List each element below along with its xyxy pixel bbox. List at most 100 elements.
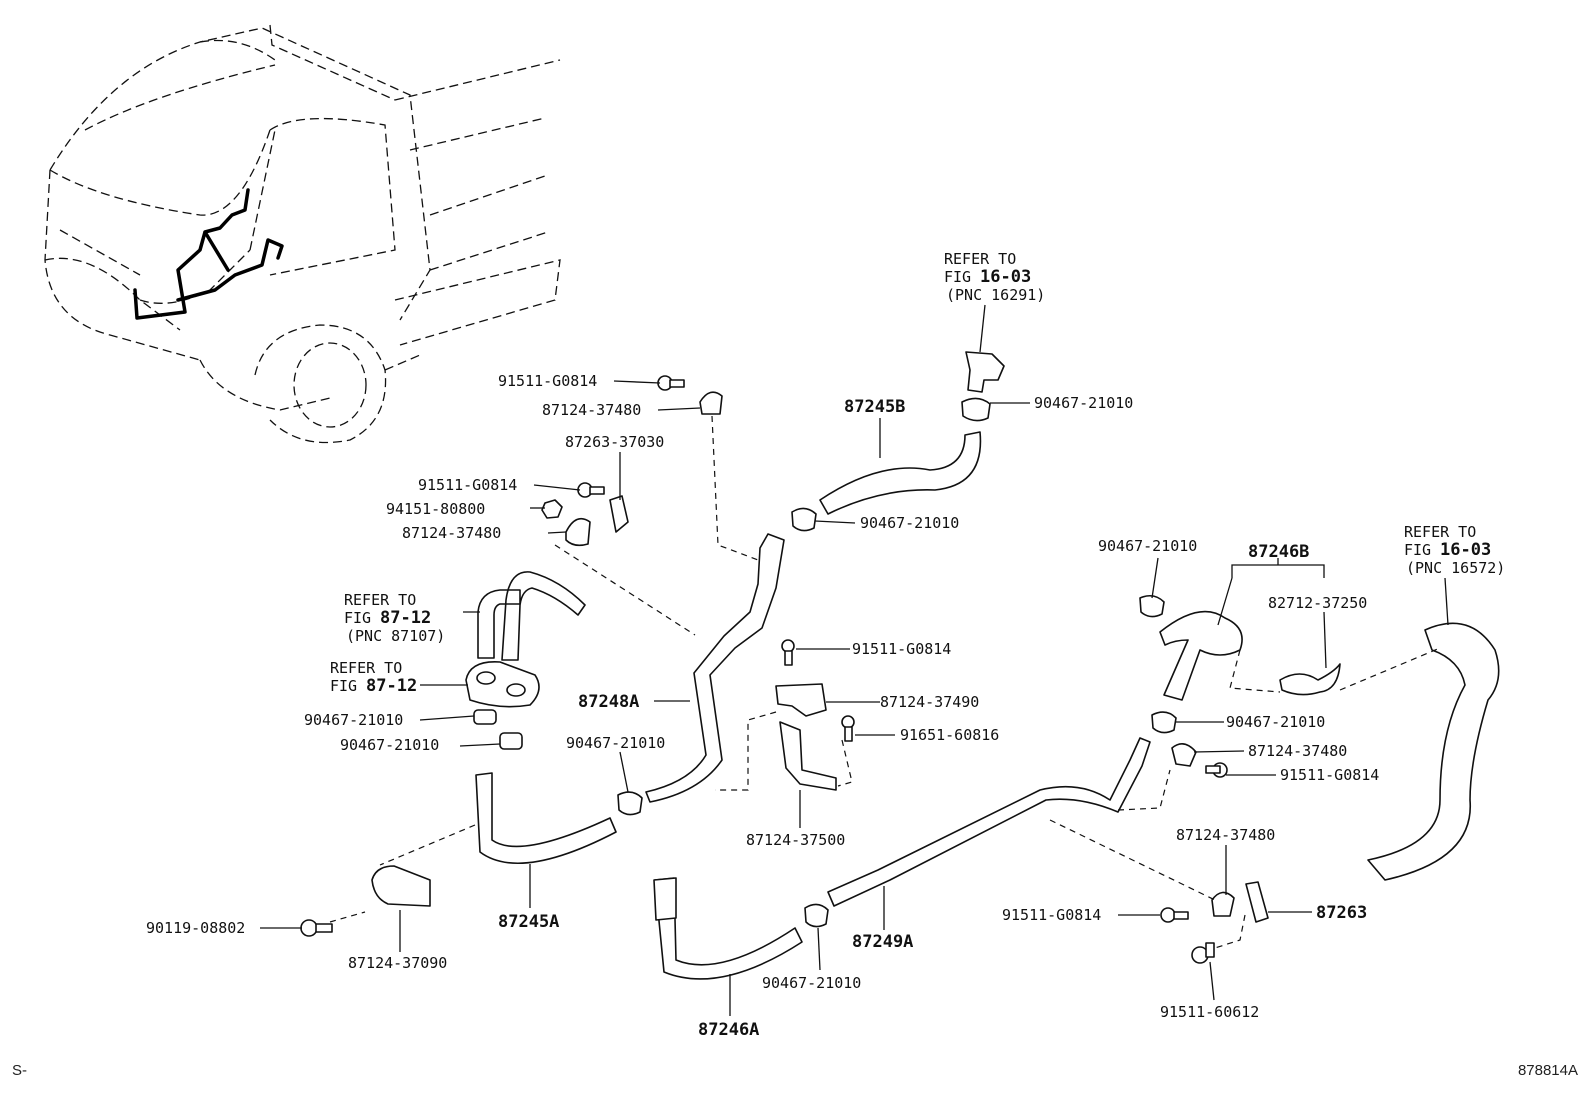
label-90467-21010-right1: 90467-21010 — [1098, 537, 1197, 555]
hose-87246a-end — [653, 877, 677, 921]
bracket-87124-37090-icon — [371, 865, 431, 907]
clip-87124-37480-icon — [1171, 743, 1197, 767]
bolt-icon — [1191, 942, 1215, 964]
hose-clamp-icon — [473, 709, 497, 725]
svg-text:REFER TO: REFER TO — [944, 250, 1016, 268]
grommet-hole-1 — [476, 671, 496, 685]
label-87263-37030: 87263-37030 — [565, 433, 664, 451]
svg-text:REFER TO: REFER TO — [330, 659, 402, 677]
hose-87245a — [475, 772, 617, 865]
label-87245a: 87245A — [498, 912, 559, 932]
label-90467-21010-right2: 90467-21010 — [1226, 713, 1325, 731]
hose-clamp-icon — [1139, 594, 1165, 618]
svg-text:(PNC 16572): (PNC 16572) — [1406, 559, 1505, 577]
svg-text:REFER TO: REFER TO — [344, 591, 416, 609]
label-91511-g0814-left: 91511-G0814 — [418, 476, 517, 494]
label-91511-60612: 91511-60612 — [1160, 1003, 1259, 1021]
label-90467-21010-bottom: 90467-21010 — [762, 974, 861, 992]
bracket-87263-37030-icon — [609, 495, 629, 533]
corner-code-left: S- — [12, 1062, 27, 1079]
label-91511-g0814-top: 91511-G0814 — [498, 372, 597, 390]
bracket-87263-icon — [1245, 881, 1269, 923]
label-87263: 87263 — [1316, 903, 1367, 923]
label-87124-37480-right2: 87124-37480 — [1176, 826, 1275, 844]
hose-87246a — [654, 877, 803, 980]
bracket-87124-37500-icon — [779, 721, 837, 791]
clip-82712-37250-icon — [1279, 663, 1341, 696]
bolt-icon — [781, 639, 795, 666]
reference-note-fig-16-03-right: REFER TO FIG 16-03 (PNC 16572) — [1404, 523, 1505, 577]
hose-clamp-icon — [791, 507, 817, 532]
wiring-harness-illustration — [133, 188, 284, 320]
label-87124-37490: 87124-37490 — [880, 693, 979, 711]
hose-87245b — [819, 431, 982, 515]
label-87246a: 87246A — [698, 1020, 759, 1040]
label-90467-21010-mid: 90467-21010 — [860, 514, 959, 532]
valve-connector-icon — [965, 351, 1005, 393]
dashed-reference-lines — [329, 415, 1441, 949]
label-87124-37500: 87124-37500 — [746, 831, 845, 849]
svg-text:FIG: FIG — [344, 609, 371, 627]
illustration-code: 878814A — [1517, 1062, 1578, 1079]
svg-text:87-12: 87-12 — [380, 608, 431, 628]
grommet-87-12 — [465, 661, 540, 708]
leader-lines — [260, 304, 1449, 1016]
label-87124-37480-top: 87124-37480 — [542, 401, 641, 419]
label-87124-37480-right1: 87124-37480 — [1248, 742, 1347, 760]
hose-clamp-icon — [804, 903, 829, 928]
hose-clamp-icon — [499, 732, 523, 750]
svg-text:FIG: FIG — [1404, 541, 1431, 559]
svg-text:87-12: 87-12 — [366, 676, 417, 696]
bolt-icon — [657, 375, 685, 391]
clip-87124-37480-icon — [699, 391, 723, 415]
hose-clamp-icon — [1151, 711, 1177, 734]
pipe-87248a — [645, 533, 785, 803]
label-90467-21010-center: 90467-21010 — [566, 734, 665, 752]
reference-note-fig-87-12-upper: REFER TO FIG 87-12 (PNC 87107) — [344, 591, 445, 645]
svg-text:(PNC 16291): (PNC 16291) — [946, 286, 1045, 304]
label-87124-37090: 87124-37090 — [348, 954, 447, 972]
reference-note-fig-16-03-top: REFER TO FIG 16-03 (PNC 16291) — [944, 250, 1045, 304]
bolt-icon — [1205, 762, 1228, 778]
label-94151-80800: 94151-80800 — [386, 500, 485, 518]
clip-87124-37480-icon — [1211, 891, 1235, 917]
svg-text:FIG: FIG — [944, 268, 971, 286]
svg-text:FIG: FIG — [330, 677, 357, 695]
hose-clamp-icon — [961, 397, 991, 422]
label-91651-60816: 91651-60816 — [900, 726, 999, 744]
svg-text:16-03: 16-03 — [980, 267, 1031, 287]
label-87249a: 87249A — [852, 932, 913, 952]
grommet-hole-2 — [506, 683, 526, 697]
bracket-87124-37490-icon — [775, 683, 827, 717]
label-90119-08802: 90119-08802 — [146, 919, 245, 937]
reference-note-fig-87-12-lower: REFER TO FIG 87-12 — [330, 659, 417, 696]
label-90467-21010-left1: 90467-21010 — [304, 711, 403, 729]
nut-icon — [541, 499, 563, 519]
bolt-icon — [300, 919, 333, 937]
heater-pipes-left — [477, 571, 586, 661]
label-91511-g0814-right2: 91511-G0814 — [1002, 906, 1101, 924]
part-labels: 91511-G0814 87124-37480 87263-37030 9151… — [146, 372, 1379, 1040]
label-87248a: 87248A — [578, 692, 639, 712]
hose-87246b — [1159, 610, 1243, 701]
bolt-icon — [1160, 907, 1189, 923]
clip-87124-37480-icon — [565, 517, 591, 547]
hose-right-radiator — [1367, 622, 1500, 881]
label-90467-21010-top: 90467-21010 — [1034, 394, 1133, 412]
svg-text:REFER TO: REFER TO — [1404, 523, 1476, 541]
label-82712-37250: 82712-37250 — [1268, 594, 1367, 612]
hose-clamp-icon — [617, 791, 643, 816]
bolt-icon — [841, 715, 855, 742]
label-91511-g0814-center: 91511-G0814 — [852, 640, 951, 658]
truck-outline-illustration — [44, 24, 561, 444]
svg-text:(PNC 87107): (PNC 87107) — [346, 627, 445, 645]
pipe-87249a — [827, 737, 1151, 907]
bolt-icon — [577, 482, 605, 498]
label-87245b: 87245B — [844, 397, 905, 417]
label-90467-21010-left2: 90467-21010 — [340, 736, 439, 754]
label-87124-37480-left: 87124-37480 — [402, 524, 501, 542]
label-87246b: 87246B — [1248, 542, 1309, 562]
svg-text:16-03: 16-03 — [1440, 540, 1491, 560]
label-91511-g0814-right1: 91511-G0814 — [1280, 766, 1379, 784]
